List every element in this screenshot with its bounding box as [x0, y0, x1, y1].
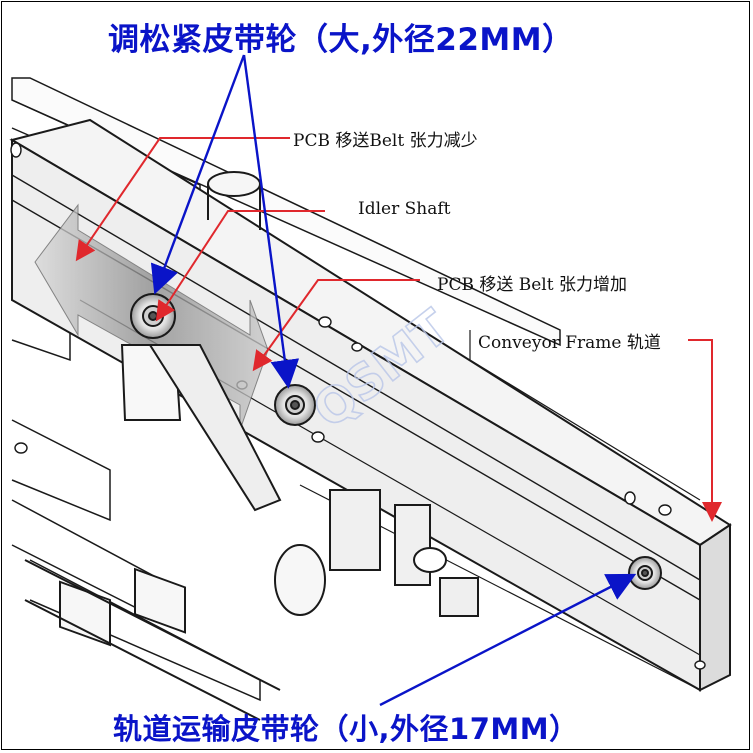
adjust-pulley-second	[274, 384, 316, 426]
blue-pointer-lines	[150, 54, 637, 707]
pulley-bracket	[120, 344, 479, 617]
label-tension-increase: PCB 移送 Belt 张力增加	[437, 275, 627, 295]
label-tension-decrease: PCB 移送Belt 张力减少	[293, 131, 478, 151]
frame-holes	[10, 142, 706, 670]
motor-assembly	[24, 544, 326, 721]
idler-shaft-body	[207, 171, 261, 230]
red-callout-lines	[75, 137, 722, 522]
label-conveyor-frame: Conveyor Frame 轨道	[478, 333, 661, 353]
title-transport-pulley: 轨道运输皮带轮（小,外径17MM）	[113, 712, 579, 746]
title-adjust-pulley: 调松紧皮带轮（大,外径22MM）	[108, 22, 574, 58]
transport-pulley-small	[628, 556, 662, 590]
label-idler-shaft: Idler Shaft	[358, 199, 451, 219]
